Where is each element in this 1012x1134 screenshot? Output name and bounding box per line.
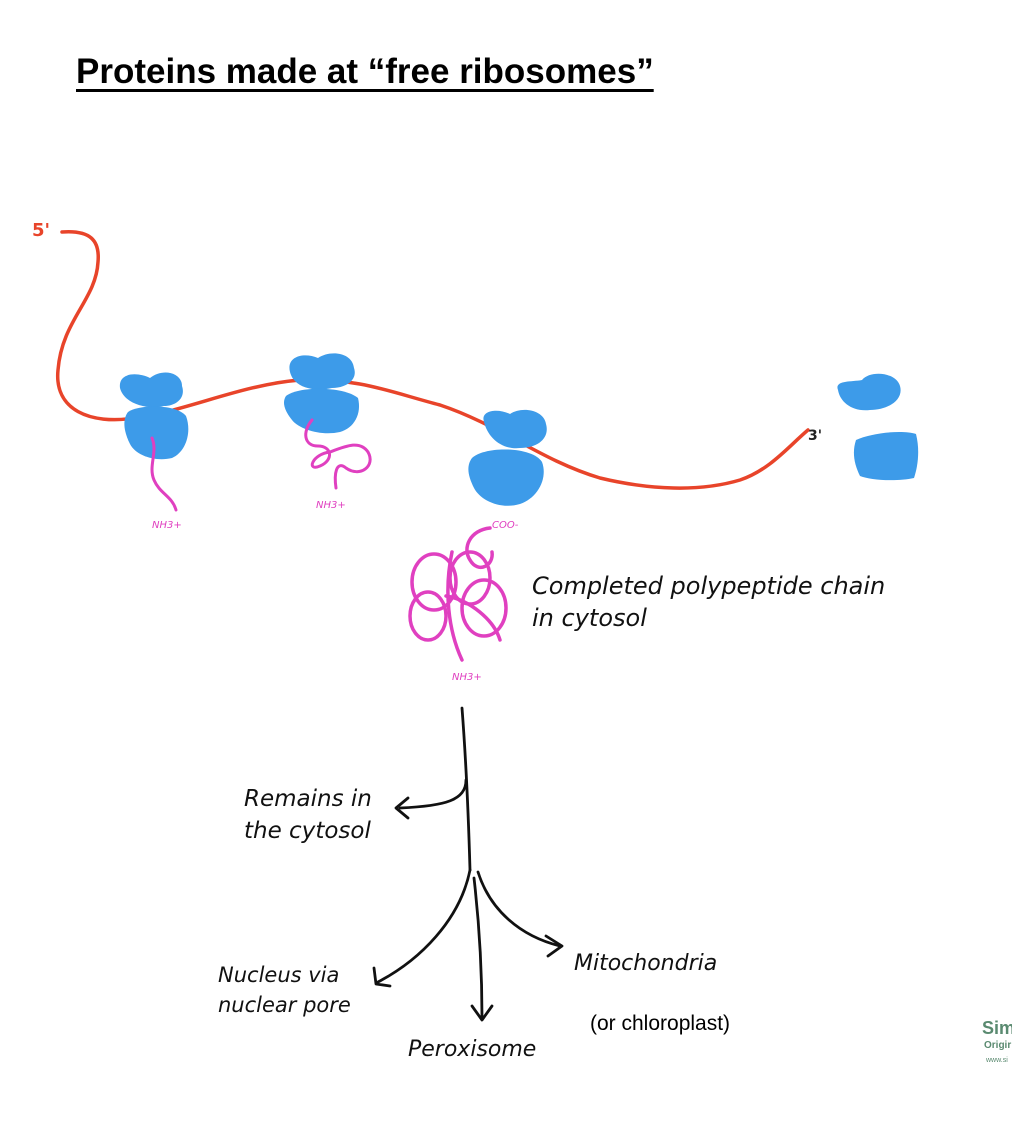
page-title: Proteins made at “free ribosomes” bbox=[76, 52, 654, 91]
remains-label-line1: Remains in bbox=[244, 786, 372, 812]
free-ribosome-subunits bbox=[837, 373, 919, 481]
nh3-label-3: NH3+ bbox=[452, 672, 482, 683]
ribosome-3 bbox=[468, 409, 547, 506]
ribosome-2 bbox=[284, 353, 360, 434]
five-prime-label: 5' bbox=[32, 220, 50, 241]
polypeptide-2 bbox=[304, 418, 372, 490]
three-prime-label: 3' bbox=[808, 428, 822, 444]
nucleus-label-line2: nuclear pore bbox=[218, 993, 351, 1017]
svg-text:Origir: Origir bbox=[984, 1040, 1011, 1051]
mitochondria-label: Mitochondria bbox=[574, 951, 717, 976]
chloroplast-label: (or chloroplast) bbox=[590, 1012, 730, 1035]
polypeptide-1 bbox=[150, 436, 178, 512]
nh3-label-2: NH3+ bbox=[316, 500, 346, 511]
completed-label-line2: in cytosol bbox=[532, 604, 647, 632]
ribosome-1 bbox=[119, 372, 189, 460]
coo-label: COO- bbox=[492, 520, 519, 531]
peroxisome-label: Peroxisome bbox=[408, 1037, 536, 1062]
nucleus-label-line1: Nucleus via bbox=[218, 963, 339, 987]
completed-label-line1: Completed polypeptide chain bbox=[532, 572, 885, 600]
remains-label-line2: the cytosol bbox=[244, 818, 371, 844]
nh3-label-1: NH3+ bbox=[152, 520, 182, 531]
logo: Sim Origir www.si bbox=[982, 1018, 1012, 1064]
destination-arrows bbox=[372, 706, 564, 1022]
svg-text:Sim: Sim bbox=[982, 1018, 1012, 1038]
completed-polypeptide bbox=[408, 526, 508, 662]
svg-text:www.si: www.si bbox=[985, 1057, 1008, 1064]
